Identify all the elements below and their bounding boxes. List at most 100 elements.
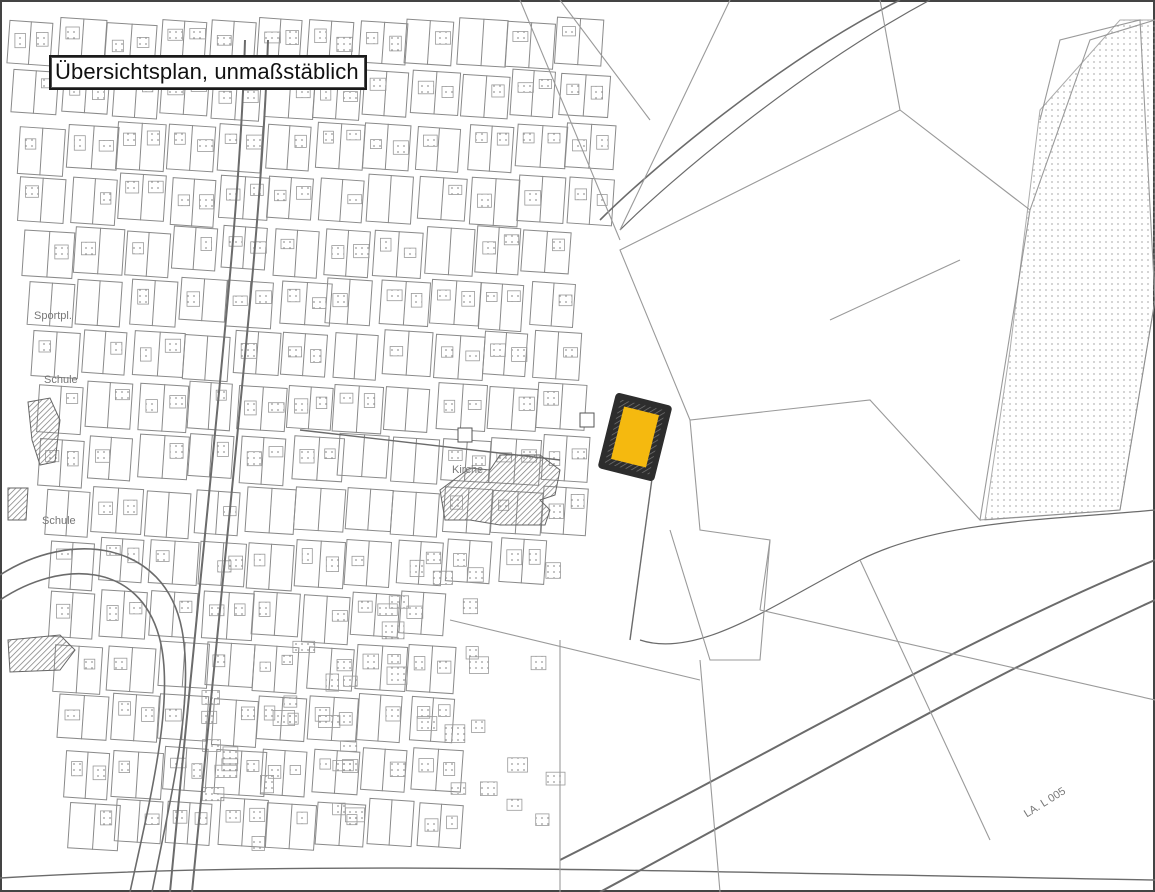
parcel-block: [535, 381, 588, 431]
parcel-block: [117, 172, 167, 222]
parcel-divider: [304, 282, 309, 326]
parcel-block: [390, 436, 441, 485]
parcel-divider: [563, 435, 568, 482]
place-label-sportplatz: Sportpl.: [34, 310, 72, 322]
house-footprint: [518, 396, 535, 411]
house-footprint: [233, 603, 246, 616]
parcel-block: [365, 173, 414, 225]
house-footprint: [24, 138, 37, 150]
parcel-block: [137, 433, 190, 481]
project-site-marker: [598, 392, 672, 482]
parcel-block: [361, 69, 410, 118]
parcel-divider: [555, 331, 560, 380]
parcel-block: [459, 73, 511, 120]
parcel-divider: [355, 385, 360, 433]
parcel-divider: [129, 647, 134, 693]
house-footprint: [406, 605, 424, 619]
house-footprint: [386, 289, 403, 302]
parcel-divider: [288, 803, 293, 850]
house-footprint: [214, 764, 238, 778]
parcel-block: [381, 329, 434, 378]
house-footprint: [83, 658, 96, 670]
parcel-block: [113, 798, 164, 845]
parcel-divider: [345, 229, 350, 277]
parcel-divider: [115, 487, 120, 534]
house-footprint: [110, 341, 123, 355]
parcel-divider: [483, 75, 488, 118]
house-footprint: [294, 398, 309, 414]
town-parcels: [6, 16, 617, 852]
parcel-divider: [528, 22, 533, 69]
house-footprint: [202, 739, 221, 752]
house-footprint: [264, 31, 281, 44]
parcel-divider: [492, 178, 497, 226]
parcel-divider: [225, 591, 230, 640]
parcel-divider: [260, 437, 265, 485]
parcel-divider: [121, 590, 126, 639]
house-footprint: [346, 129, 361, 141]
house-footprint: [253, 553, 266, 567]
house-footprint: [208, 604, 225, 617]
parcel-block: [67, 801, 121, 852]
house-footprint: [336, 36, 353, 52]
house-footprint: [524, 190, 541, 206]
parcel-divider: [135, 751, 140, 799]
house-footprint: [164, 338, 182, 353]
parcel-block: [553, 16, 605, 67]
parcel-divider: [227, 642, 232, 687]
parcel-block: [360, 747, 408, 793]
parcel-divider: [361, 434, 366, 478]
parcel-divider: [413, 437, 418, 484]
house-footprint: [56, 603, 71, 619]
house-footprint: [563, 347, 578, 358]
parcel-divider: [339, 179, 344, 222]
house-footprint: [503, 234, 520, 246]
parcel-block: [147, 539, 200, 587]
parcel-block: [382, 386, 431, 433]
house-footprint: [332, 802, 346, 816]
parcel-divider: [191, 178, 196, 227]
house-footprint: [343, 91, 358, 102]
parcel-divider: [106, 382, 111, 429]
house-footprint: [535, 813, 550, 826]
house-footprint: [370, 139, 382, 150]
house-footprint: [432, 570, 453, 585]
parcel-block: [357, 20, 409, 66]
parcel-block: [220, 224, 268, 271]
parcel-divider: [435, 127, 440, 172]
house-footprint: [216, 35, 232, 46]
house-footprint: [462, 598, 478, 615]
house-footprint: [339, 392, 354, 404]
house-footprint: [246, 134, 263, 150]
parcel-divider: [317, 540, 322, 588]
house-footprint: [255, 290, 272, 304]
house-footprint: [332, 293, 348, 308]
parcel-divider: [582, 74, 587, 117]
house-footprint: [118, 701, 131, 716]
parcel-block: [481, 330, 529, 378]
parcel-divider: [80, 18, 85, 62]
house-footprint: [197, 139, 214, 152]
house-footprint: [242, 89, 259, 104]
house-footprint: [259, 775, 274, 794]
parking-markers: [457, 412, 595, 443]
parcel-block: [266, 175, 314, 221]
parcel-block: [509, 68, 556, 119]
house-footprint: [491, 84, 505, 98]
parcel-block: [361, 122, 412, 172]
parcel-divider: [429, 645, 434, 693]
house-footprint: [403, 247, 417, 258]
house-footprint: [137, 288, 149, 305]
house-footprint: [468, 656, 489, 674]
parcel-block: [272, 228, 320, 279]
house-footprint: [301, 548, 313, 564]
house-footprint: [127, 547, 140, 564]
parcel-divider: [550, 282, 555, 327]
parcel-block: [137, 382, 190, 434]
parcel-block: [354, 643, 409, 693]
house-footprint: [132, 242, 144, 255]
parcel-block: [279, 280, 333, 327]
parcel-divider: [268, 487, 273, 534]
parcel-divider: [387, 175, 392, 224]
